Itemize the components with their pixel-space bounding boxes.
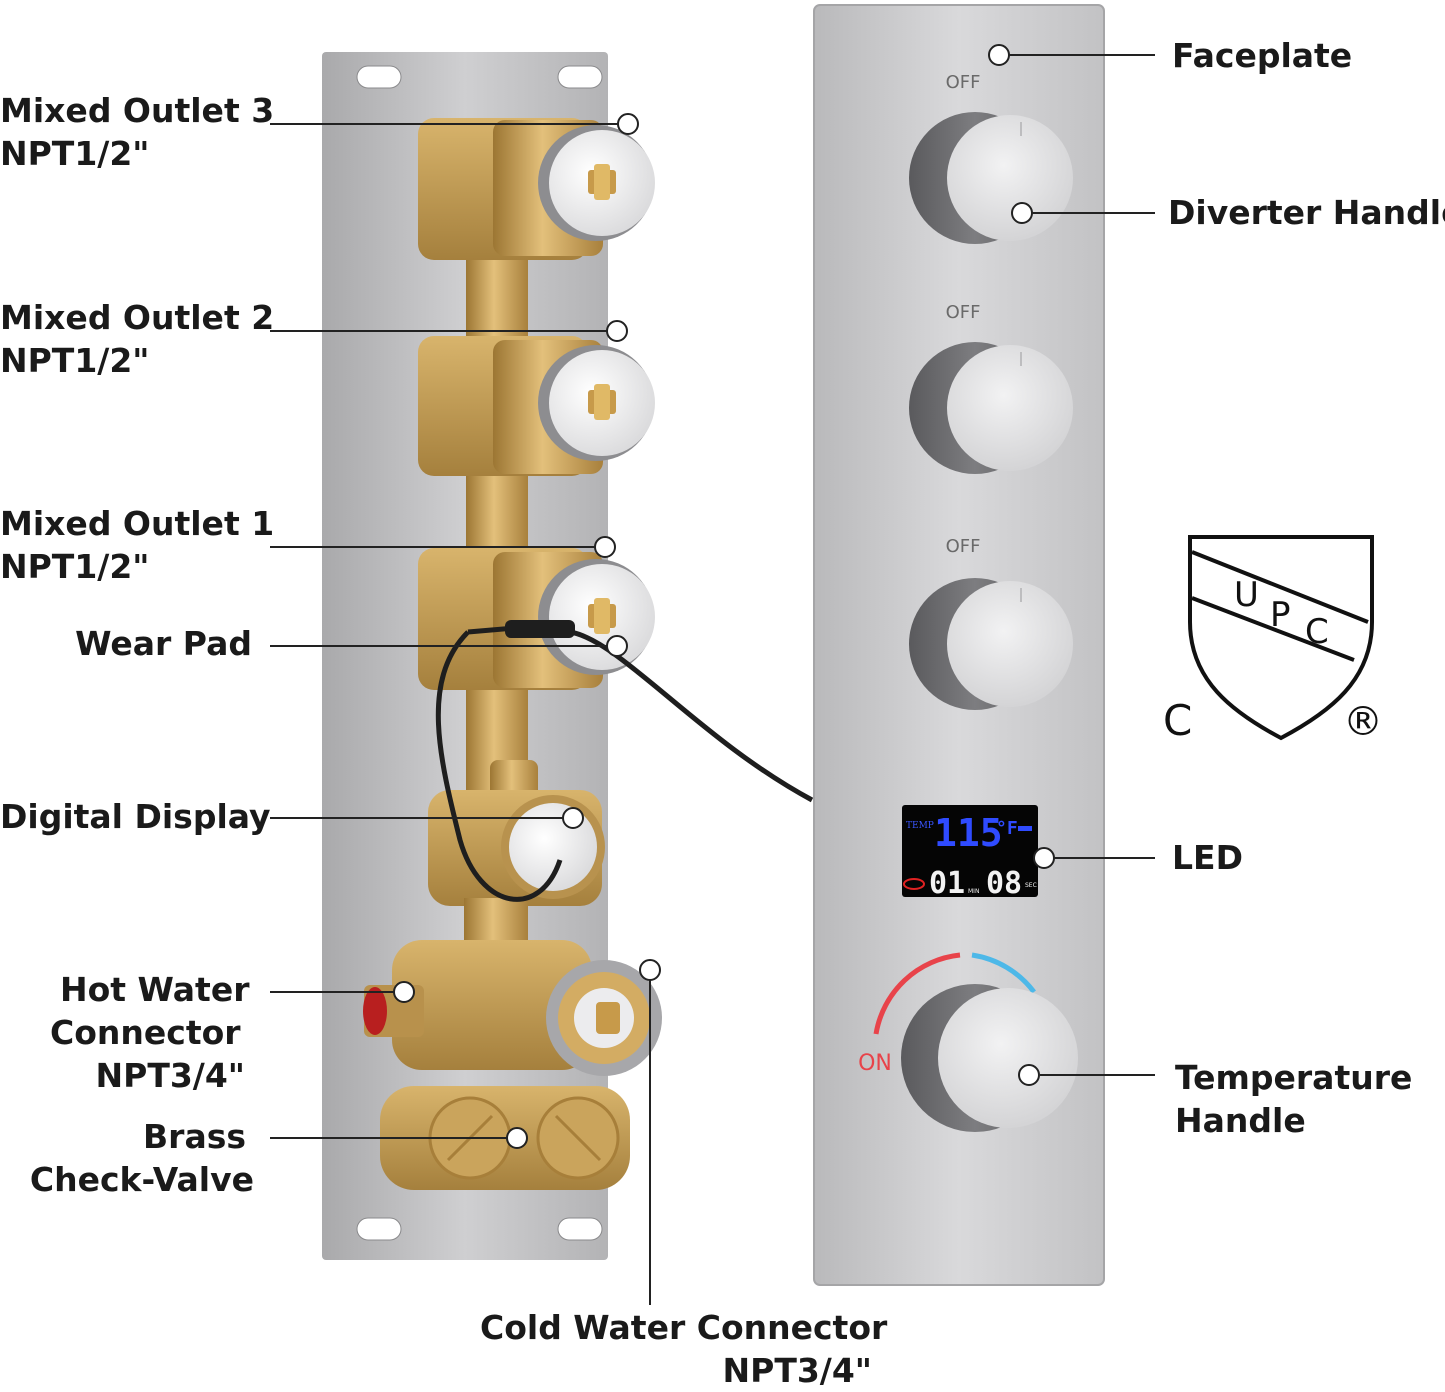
- label-line: Wear Pad: [75, 624, 252, 663]
- registered-icon: ®: [1343, 699, 1383, 745]
- upc-c-mark: C: [1163, 696, 1192, 745]
- label-line: NPT1/2": [0, 341, 150, 380]
- rough-in-valve: [322, 52, 814, 1260]
- label-line: Hot Water: [60, 970, 250, 1009]
- mixed-outlet-3-body: [418, 118, 655, 260]
- label-line: Mixed Outlet 3: [0, 91, 275, 130]
- label-line: Mixed Outlet 2: [0, 298, 275, 337]
- mounting-slot-icon: [557, 1217, 603, 1241]
- led-display: TEMP 115 °F 01 MIN 08 SEC: [902, 805, 1038, 901]
- label-mixed-outlet-1: Mixed Outlet 1 NPT1/2": [0, 502, 275, 588]
- label-line: LED: [1172, 838, 1243, 877]
- label-line: NPT1/2": [0, 134, 150, 173]
- label-diverter-handle: Diverter Handle: [1168, 191, 1445, 234]
- label-line: NPT3/4": [722, 1351, 872, 1390]
- label-line: NPT3/4": [95, 1056, 245, 1095]
- diverter-handle-3[interactable]: [909, 578, 1073, 710]
- upc-letter-p: P: [1270, 595, 1291, 635]
- label-brass-check-valve: Brass Check-Valve: [0, 1115, 254, 1201]
- label-line: NPT1/2": [0, 547, 150, 586]
- label-cold-water-connector: Cold Water Connector NPT3/4": [480, 1306, 888, 1392]
- hot-arc: [873, 952, 961, 1035]
- mounting-slot-icon: [356, 1217, 402, 1241]
- label-line: Cold Water Connector: [480, 1308, 888, 1347]
- upc-certification-mark: U P C C ®: [1163, 535, 1383, 745]
- cold-arc: [971, 952, 1037, 994]
- diverter-handle-1[interactable]: [909, 112, 1073, 244]
- hot-inlet-icon: [363, 987, 387, 1035]
- label-line: Handle: [1175, 1101, 1306, 1140]
- callout-lines: [270, 44, 1155, 1305]
- label-faceplate: Faceplate: [1172, 34, 1352, 77]
- led-seconds: 08: [986, 866, 1022, 901]
- upc-shield-icon: [1188, 535, 1374, 741]
- led-min-tag: MIN: [968, 888, 979, 895]
- label-digital-display: Digital Display: [0, 795, 271, 838]
- diverter-handle-2[interactable]: [909, 342, 1073, 474]
- on-label: ON: [858, 1051, 892, 1076]
- upc-letter-u: U: [1234, 575, 1259, 615]
- label-hot-water-connector: Hot Water Connector NPT3/4": [50, 968, 250, 1097]
- faceplate-panel: OFF OFF OFF TEMP 115 °F 01 MIN: [813, 4, 1105, 1286]
- label-line: Check-Valve: [29, 1160, 254, 1199]
- label-wear-pad: Wear Pad: [0, 622, 252, 665]
- label-line: Temperature: [1175, 1058, 1413, 1097]
- mounting-slot-icon: [557, 65, 603, 89]
- label-line: Diverter Handle: [1168, 193, 1445, 232]
- mixed-outlet-1-body: [418, 548, 655, 690]
- label-line: Brass: [143, 1117, 246, 1156]
- label-mixed-outlet-3: Mixed Outlet 3 NPT1/2": [0, 89, 275, 175]
- temperature-handle[interactable]: [901, 984, 1078, 1132]
- led-temperature: 115: [934, 811, 1003, 855]
- label-temperature-handle: Temperature Handle: [1175, 1056, 1412, 1142]
- label-line: Faceplate: [1172, 36, 1353, 75]
- label-led: LED: [1172, 836, 1243, 879]
- led-sec-tag: SEC: [1025, 882, 1037, 889]
- upc-letter-c: C: [1305, 612, 1329, 652]
- off-label: OFF: [946, 72, 981, 93]
- label-line: Digital Display: [0, 797, 271, 836]
- mounting-slot-icon: [356, 65, 402, 89]
- led-indicator-icon: [903, 878, 925, 890]
- off-label: OFF: [946, 302, 981, 323]
- off-label: OFF: [946, 536, 981, 557]
- mixed-outlet-2-body: [418, 336, 655, 476]
- led-minutes: 01: [929, 866, 965, 901]
- label-line: Connector: [50, 1013, 241, 1052]
- label-mixed-outlet-2: Mixed Outlet 2 NPT1/2": [0, 296, 275, 382]
- led-temp-tag: TEMP: [906, 821, 934, 831]
- label-line: Mixed Outlet 1: [0, 504, 275, 543]
- led-unit: °F: [996, 818, 1018, 839]
